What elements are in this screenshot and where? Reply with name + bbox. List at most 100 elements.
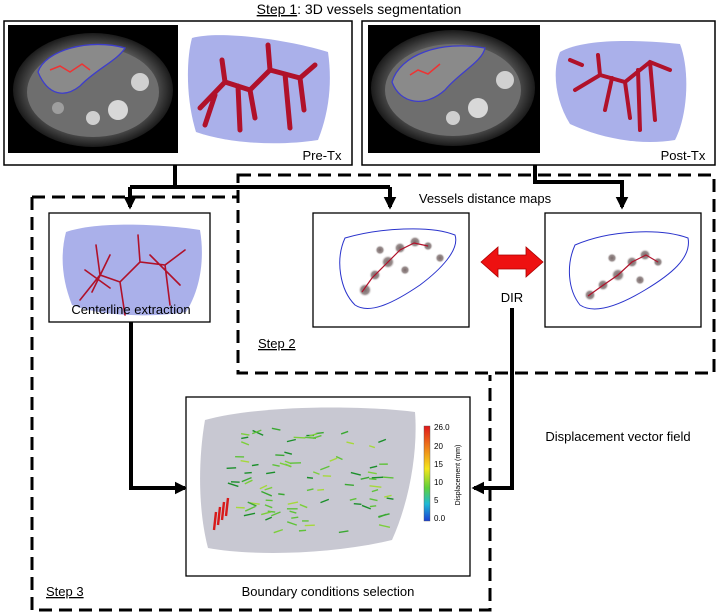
vector-glyph [252, 429, 264, 436]
vector-glyph [386, 497, 394, 500]
vector-glyph [312, 434, 322, 439]
vector-glyph [227, 482, 239, 488]
pre-distance-map-image [339, 228, 457, 309]
colorbar-tick-4: 5 [434, 496, 439, 505]
vector-glyph [264, 504, 273, 509]
vector-glyph [267, 510, 276, 513]
post-tx-ct-image [368, 25, 540, 153]
vector-glyph [279, 462, 292, 468]
boundary-liver-render [200, 407, 416, 553]
vector-glyph [378, 513, 390, 518]
pre-tx-label: Pre-Tx [303, 148, 343, 163]
vector-glyph [306, 488, 314, 492]
vector-glyph [272, 464, 280, 467]
vector-glyph [226, 467, 237, 469]
vector-glyph [289, 510, 297, 514]
vector-glyph [378, 524, 391, 529]
vector-glyph [346, 441, 355, 445]
title-rest: : 3D vessels segmentation [297, 1, 461, 17]
post-distance-map-image [568, 231, 689, 310]
vector-glyph [350, 471, 361, 476]
vector-glyph [369, 478, 377, 481]
vector-glyph [371, 489, 379, 493]
vector-glyph [335, 455, 343, 461]
vector-glyph [252, 429, 262, 435]
vector-glyph [271, 511, 281, 517]
vector-glyph [243, 512, 256, 517]
vector-glyph [241, 476, 252, 483]
step3-label: Step 3 [46, 584, 84, 599]
step1-connectors [123, 165, 629, 210]
colorbar-tick-2: 15 [434, 460, 443, 469]
vector-glyph [340, 430, 349, 435]
colorbar-tick-5: 0.0 [434, 514, 446, 523]
vector-glyph [286, 438, 296, 443]
step3-dashed-box [30, 195, 492, 612]
vector-glyph [320, 498, 330, 504]
vector-glyph [382, 476, 394, 479]
displacement-field-label: Displacement vector field [545, 429, 690, 444]
vector-glyph [338, 530, 349, 534]
vector-glyph [261, 490, 273, 497]
colorbar-title: Displacement (mm) [455, 445, 462, 506]
colorbar: 26.0 20 15 10 5 0.0 Displacement (mm) [423, 423, 462, 523]
centerline-image [62, 224, 202, 316]
step2-label: Step 2 [258, 336, 296, 351]
post-tx-3d-liver [555, 41, 687, 143]
vector-glyph [286, 521, 298, 526]
vector-glyph [367, 471, 377, 475]
displacement-vectors [212, 427, 394, 534]
vector-glyph [259, 484, 268, 490]
centerline-label: Centerline extraction [71, 302, 190, 317]
vector-glyph-high [212, 511, 218, 531]
vector-glyph [353, 503, 362, 506]
vector-glyph [251, 463, 259, 467]
vector-glyph [360, 476, 370, 480]
vector-glyph [244, 505, 256, 512]
vector-glyph [293, 436, 306, 439]
vector-glyph [241, 436, 249, 440]
vector-glyph [265, 516, 273, 521]
pre-tx-3d-liver [187, 35, 330, 144]
vector-glyph [240, 460, 250, 463]
vector-glyph [384, 494, 392, 498]
colorbar-tick-1: 20 [434, 442, 443, 451]
pre-tx-ct-image [8, 25, 178, 153]
vector-glyph [317, 488, 325, 491]
vector-glyph-high [224, 497, 230, 517]
vector-glyph [247, 501, 257, 507]
vector-glyph [275, 454, 285, 457]
distance-maps-label: Vessels distance maps [419, 191, 552, 206]
vector-glyph [298, 529, 307, 532]
vector-glyph [369, 485, 382, 488]
post-tx-label: Post-Tx [661, 148, 706, 163]
step2-dashed-box [236, 173, 716, 375]
step1-label: Step 1 [257, 1, 298, 17]
vector-glyph [271, 427, 281, 431]
vector-glyph [369, 465, 378, 469]
vector-glyph [349, 497, 357, 501]
colorbar-tick-0: 26.0 [434, 423, 450, 432]
figure-title: Step 1: 3D vessels segmentation [257, 1, 462, 17]
vector-glyph [264, 486, 273, 491]
vector-glyph [244, 479, 253, 485]
vector-glyph [368, 445, 376, 449]
dir-label: DIR [501, 290, 523, 305]
vector-glyph [244, 471, 252, 474]
vector-glyph [378, 438, 387, 444]
vector-glyph [344, 483, 354, 487]
vector-glyph [284, 451, 293, 455]
vector-glyph [320, 465, 330, 471]
vector-glyph [291, 516, 299, 519]
colorbar-tick-3: 10 [434, 478, 443, 487]
vector-glyph [278, 493, 285, 496]
vector-glyph [329, 457, 338, 462]
vector-glyph [240, 432, 250, 436]
vector-glyph [240, 441, 250, 446]
dir-double-arrow [480, 246, 544, 278]
vector-glyph [287, 501, 299, 505]
boundary-label: Boundary conditions selection [242, 584, 415, 599]
vector-glyph [312, 471, 320, 475]
vector-glyph [309, 433, 318, 437]
vector-glyph [273, 528, 284, 534]
